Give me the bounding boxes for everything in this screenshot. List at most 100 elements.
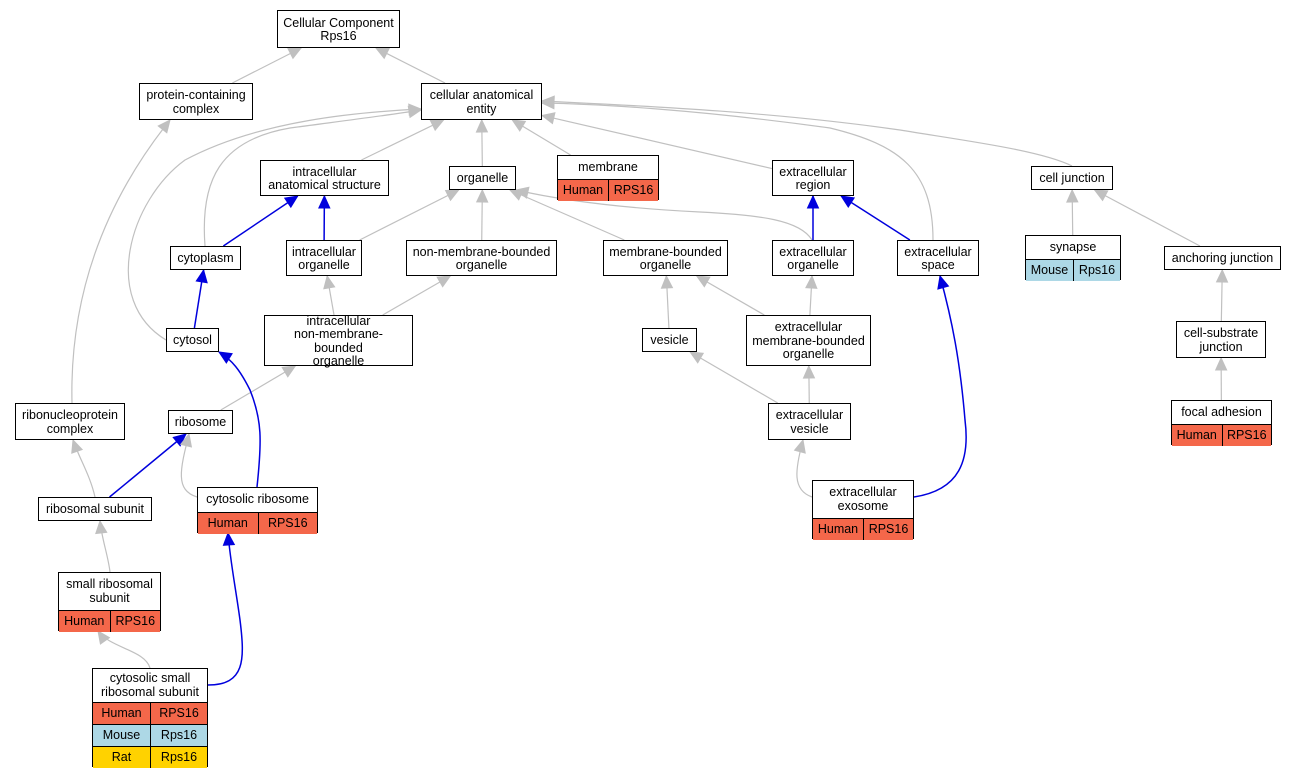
node-cytosol[interactable]: cytosol (166, 328, 219, 352)
annotation-gene[interactable]: RPS16 (863, 519, 913, 540)
node-cell-junction[interactable]: cell junction (1031, 166, 1113, 190)
node-anchoring-junction[interactable]: anchoring junction (1164, 246, 1281, 270)
edge-cytosol-to-cytoplasm-arrowhead (195, 268, 208, 284)
node-cellular-component[interactable]: Cellular Component Rps16 (277, 10, 400, 48)
node-vesicle[interactable]: vesicle (642, 328, 697, 352)
edge-ribonucleoprotein-complex-to-protein-containing-complex (71, 119, 171, 404)
node-label-text: cell junction (1039, 171, 1105, 186)
edge-membrane-to-cellular-anatomical-entity-arrowhead (511, 119, 527, 132)
node-label-text: ribonucleoprotein complex (22, 408, 118, 436)
annotation-row-human: Human RPS16 (558, 179, 658, 201)
annotation-species: Human (562, 182, 604, 197)
edge-intracellular-non-membrane-bounded-organelle-to-intracellular-organelle-arrowhead (323, 274, 336, 290)
node-intracellular-anatomical-structure[interactable]: intracellular anatomical structure (260, 160, 389, 196)
node-label-text: extracellular exosome (829, 485, 897, 513)
node-ribonucleoprotein-complex[interactable]: ribonucleoprotein complex (15, 403, 125, 440)
node-label: membrane (558, 156, 658, 179)
node-cytoplasm[interactable]: cytoplasm (170, 246, 241, 270)
edge-synapse-to-cell-junction-arrowhead (1066, 188, 1079, 203)
edge-extracellular-organelle-to-organelle-arrowhead (514, 186, 530, 199)
node-ribosomal-subunit[interactable]: ribosomal subunit (38, 497, 152, 521)
node-label-text: Cellular Component Rps16 (283, 15, 394, 43)
node-label: organelle (450, 167, 515, 191)
annotation-gene[interactable]: RPS16 (1221, 425, 1272, 446)
node-extracellular-region[interactable]: extracellular region (772, 160, 854, 196)
node-label: extracellular exosome (813, 481, 913, 518)
node-label-text: non-membrane-bounded organelle (412, 244, 551, 272)
node-intracellular-non-membrane-bounded-organelle[interactable]: intracellular non-membrane-bounded organ… (264, 314, 413, 368)
edge-cytosolic-ribosome-to-ribosome-arrowhead (179, 432, 193, 448)
node-label: small ribosomal subunit (59, 573, 160, 610)
node-cellular-anatomical-entity[interactable]: cellular anatomical entity (421, 83, 542, 120)
edge-cytoplasm-to-intracellular-anatomical-structure-arrowhead (283, 195, 299, 209)
edge-intracellular-anatomical-structure-to-cellular-anatomical-entity-arrowhead (429, 119, 445, 132)
node-membrane-bounded-organelle[interactable]: membrane-bounded organelle (603, 240, 728, 276)
edge-small-ribosomal-subunit-to-ribosomal-subunit-arrowhead (95, 519, 108, 535)
edge-extracellular-space-to-extracellular-region-arrowhead (840, 195, 856, 209)
annotation-species: Human (1176, 427, 1217, 442)
annotation-row-rat: Rat Rps16 (93, 746, 207, 768)
node-label: ribosomal subunit (39, 498, 151, 522)
annotation-gene[interactable]: RPS16 (608, 180, 658, 201)
edge-cytoplasm-to-intracellular-anatomical-structure (222, 195, 299, 247)
node-label: extracellular space (898, 241, 978, 277)
edge-organelle-to-cellular-anatomical-entity-arrowhead (475, 118, 489, 133)
node-extracellular-space[interactable]: extracellular space (897, 240, 979, 276)
node-intracellular-organelle[interactable]: intracellular organelle (286, 240, 362, 276)
edge-extracellular-membrane-bounded-organelle-to-membrane-bounded-organelle (696, 275, 765, 316)
node-label: intracellular anatomical structure (261, 161, 388, 197)
annotation-gene[interactable]: Rps16 (1073, 260, 1120, 281)
edge-extracellular-vesicle-to-extracellular-membrane-bounded-organelle-arrowhead (802, 364, 816, 379)
annotation-species: Rat (111, 749, 132, 764)
node-protein-containing-complex[interactable]: protein-containing complex (139, 83, 253, 120)
edge-cytosolic-small-ribosomal-subunit-to-small-ribosomal-subunit-arrowhead (97, 630, 111, 645)
edge-intracellular-anatomical-structure-to-cellular-anatomical-entity (361, 119, 444, 161)
edge-membrane-bounded-organelle-to-organelle (509, 189, 625, 241)
edge-cellular-anatomical-entity-to-cellular-component-arrowhead (374, 47, 390, 60)
node-label: cellular anatomical entity (422, 84, 541, 121)
edge-anchoring-junction-to-cell-junction-arrowhead (1093, 189, 1109, 202)
node-extracellular-membrane-bounded-organelle[interactable]: extracellular membrane-bounded organelle (746, 315, 871, 366)
annotation-gene[interactable]: RPS16 (109, 611, 161, 632)
node-label: cytosol (167, 329, 218, 353)
node-label: intracellular organelle (287, 241, 361, 277)
node-extracellular-vesicle[interactable]: extracellular vesicle (768, 403, 851, 440)
node-ribosome[interactable]: ribosome (168, 410, 233, 434)
edge-cytosolic-small-ribosomal-subunit-to-cytosolic-ribosome-arrowhead (222, 531, 236, 546)
node-label-text: extracellular space (904, 244, 972, 272)
node-label-text: cytosolic ribosome (206, 492, 309, 507)
annotation-gene[interactable]: RPS16 (150, 703, 207, 724)
edge-extracellular-exosome-to-extracellular-vesicle-arrowhead (793, 438, 806, 454)
node-label-text: extracellular membrane-bounded organelle (752, 320, 865, 362)
edge-anchoring-junction-to-cell-junction (1094, 189, 1201, 247)
node-organelle[interactable]: organelle (449, 166, 516, 190)
annotation-gene[interactable]: RPS16 (257, 513, 318, 534)
edge-cell-junction-to-cellular-anatomical-entity (541, 100, 1073, 167)
node-label-text: small ribosomal subunit (66, 577, 153, 605)
edge-ribosome-to-intracellular-non-membrane-bounded-organelle-arrowhead (281, 365, 297, 378)
node-label-text: anchoring junction (1171, 251, 1274, 266)
node-extracellular-organelle[interactable]: extracellular organelle (772, 240, 854, 276)
node-label: anchoring junction (1165, 247, 1280, 271)
edge-cell-substrate-junction-to-anchoring-junction-arrowhead (1215, 268, 1229, 283)
node-label-text: extracellular vesicle (775, 408, 844, 436)
node-cell-substrate-junction[interactable]: cell-substrate junction (1176, 321, 1266, 358)
edge-intracellular-organelle-to-intracellular-anatomical-structure-arrowhead (318, 194, 331, 209)
node-non-membrane-bounded-organelle[interactable]: non-membrane-bounded organelle (406, 240, 557, 276)
node-label-text: cell-substrate junction (1183, 326, 1259, 354)
node-label: ribonucleoprotein complex (16, 404, 124, 441)
node-label-text: synapse (1049, 239, 1097, 254)
edge-cytosolic-small-ribosomal-subunit-to-cytosolic-ribosome (207, 532, 244, 686)
annotation-gene[interactable]: Rps16 (150, 725, 207, 746)
annotation-gene[interactable]: Rps16 (150, 747, 207, 768)
